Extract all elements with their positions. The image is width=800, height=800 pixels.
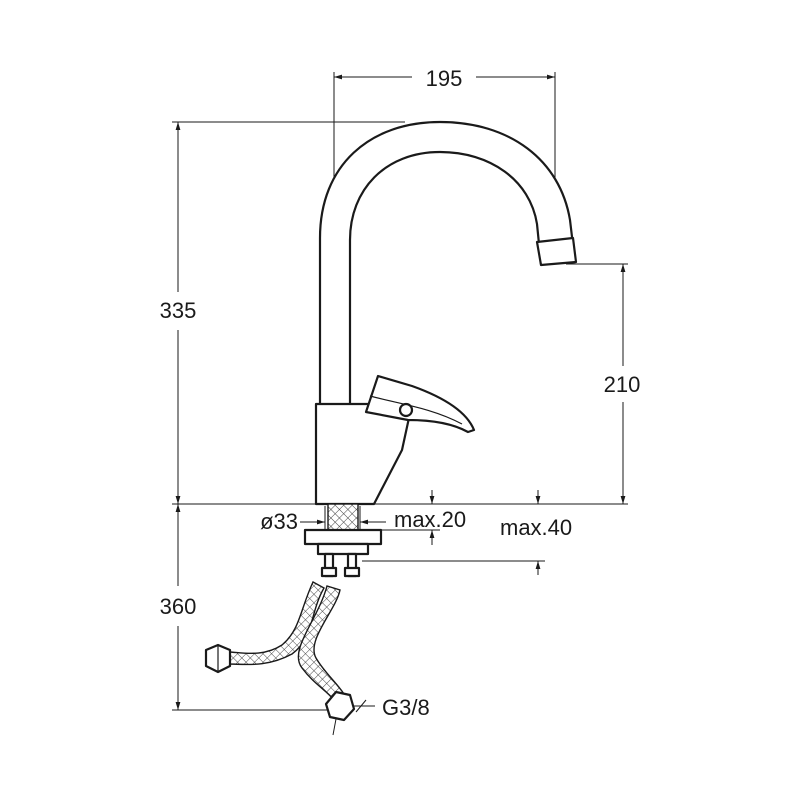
dimension-lines	[172, 72, 628, 713]
cartridge-screw	[398, 402, 414, 418]
dimension-labels: 195 335 210 360 ø33 max.20 max.40 G3/8	[160, 66, 641, 720]
dim-max-thickness-2: max.40	[500, 515, 572, 540]
spout	[318, 120, 577, 410]
dim-max-thickness-1: max.20	[394, 507, 466, 532]
hose-nut-bottom	[324, 690, 356, 722]
lever-handle	[364, 374, 476, 434]
flexible-hoses	[204, 581, 356, 736]
dim-outlet-height: 210	[604, 372, 641, 397]
mounting-assembly	[303, 503, 383, 578]
dim-hose-length: 360	[160, 594, 197, 619]
fixing-plate	[303, 528, 383, 546]
dim-total-height: 335	[160, 298, 197, 323]
faucet	[314, 120, 578, 506]
dim-thread: G3/8	[382, 695, 430, 720]
dim-hole-diameter: ø33	[260, 509, 298, 534]
dim-spout-reach: 195	[426, 66, 463, 91]
aerator	[535, 236, 578, 267]
